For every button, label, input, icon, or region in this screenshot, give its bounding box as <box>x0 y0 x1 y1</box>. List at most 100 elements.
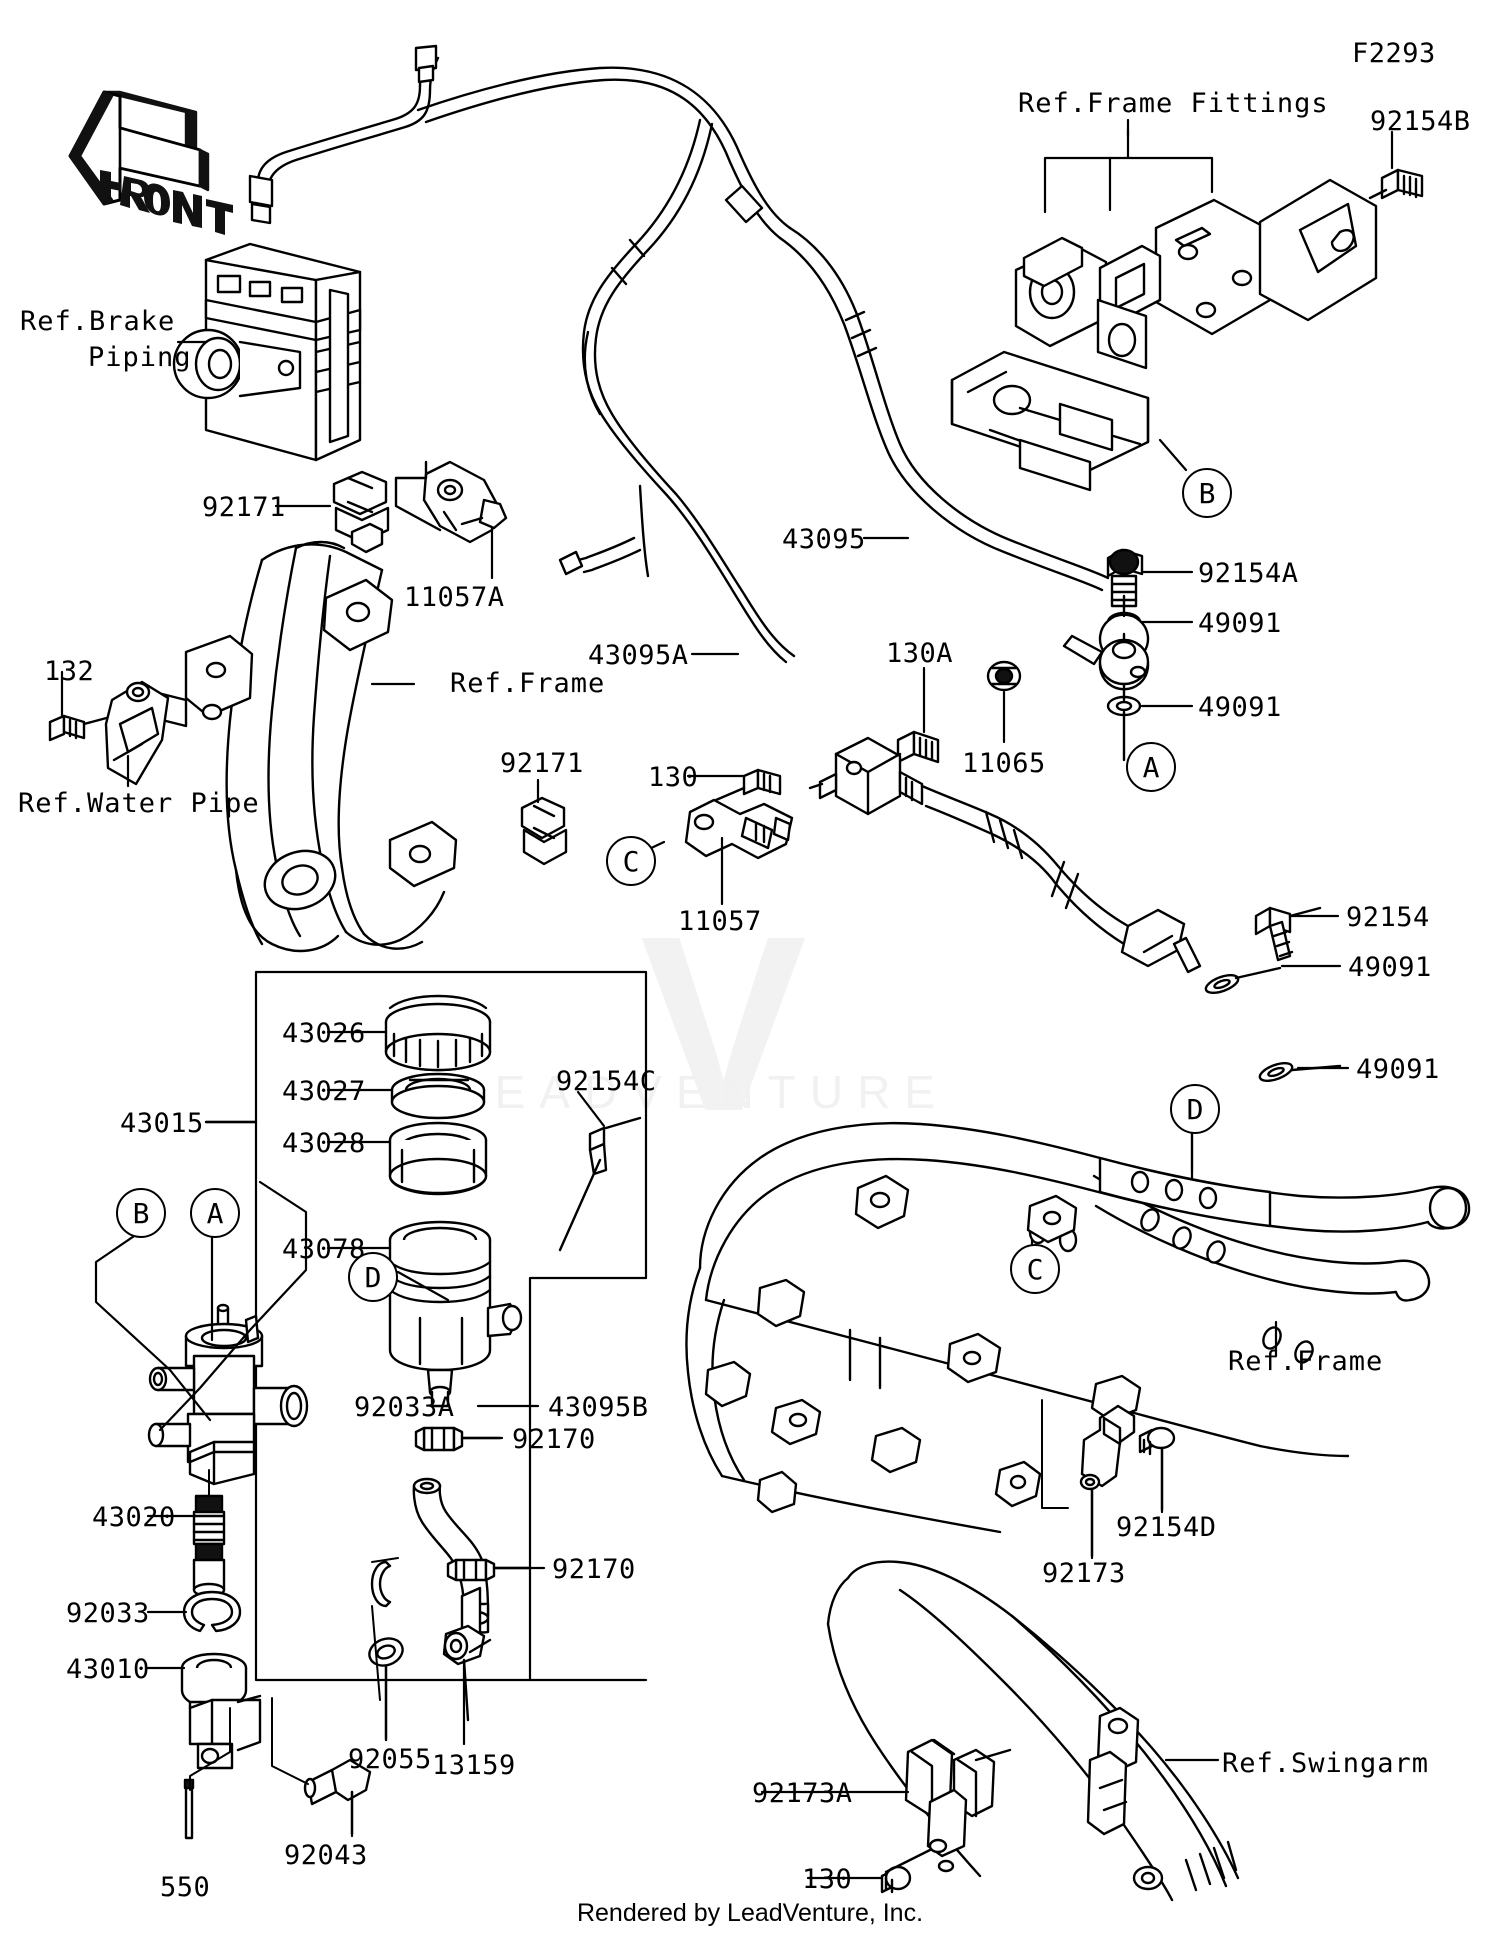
plate-43028 <box>388 1121 488 1196</box>
part-92154B-label: 92154B <box>1370 106 1471 137</box>
assembly-box-43015 <box>254 970 648 1682</box>
bolt-92154 <box>1254 906 1322 962</box>
frame-fittings-assembly <box>950 178 1378 492</box>
banjo-bolt-assembly-A <box>1062 548 1150 762</box>
sheet-code: F2293 <box>1352 38 1436 69</box>
screw-92154D <box>1138 1426 1176 1512</box>
clip-92033A <box>370 1560 392 1608</box>
part-43095A-label: 43095A <box>588 640 689 671</box>
ref-brake-piping-line1: Ref.Brake <box>20 306 176 337</box>
frame-fittings-bracket <box>1043 128 1214 214</box>
part-11057A-label: 11057A <box>404 582 505 613</box>
frame-right-outline <box>685 1121 1471 1534</box>
watermark-logo: V <box>640 884 807 1163</box>
part-92154D-label: 92154D <box>1116 1512 1217 1543</box>
ref-frame-left-label: Ref.Frame <box>450 668 606 699</box>
bracket-11057A <box>394 460 508 544</box>
bolt-130-bottom <box>880 1848 932 1894</box>
part-92173A-label: 92173A <box>752 1778 853 1809</box>
diaphragm-43027 <box>390 1072 486 1120</box>
rear-brake-hose <box>920 784 1202 974</box>
part-92171-bottom-label: 92171 <box>500 748 584 779</box>
part-43095-label: 43095 <box>782 524 866 555</box>
capnut-11065 <box>986 660 1022 692</box>
reservoir-43078 <box>388 1220 523 1408</box>
leader-lines <box>60 118 1394 1880</box>
joint-13159 <box>442 1586 492 1722</box>
part-43010-label: 43010 <box>66 1654 150 1685</box>
ref-brake-piping-line2: Piping <box>88 342 192 373</box>
part-43027-label: 43027 <box>282 1076 366 1107</box>
cylinder-43010 <box>180 1652 262 1770</box>
part-92173-label: 92173 <box>1042 1558 1126 1589</box>
washer-49091-right-1 <box>1204 966 1282 994</box>
part-49091-a2-label: 49091 <box>1198 692 1282 723</box>
pipe-junction-block <box>808 736 924 816</box>
assembly-callout-brackets <box>94 1180 308 1432</box>
footer-attribution: Rendered by LeadVenture, Inc. <box>576 1899 924 1927</box>
part-132-label: 132 <box>44 656 95 687</box>
brake-pipes-upper <box>248 44 1110 664</box>
part-130-bottom-label: 130 <box>802 1864 853 1895</box>
part-92154-label: 92154 <box>1346 902 1430 933</box>
washer-49091-right-2 <box>1258 1062 1342 1082</box>
callout-circle-d-assy: D <box>348 1252 398 1302</box>
callout-circle-c-mid: C <box>606 836 656 886</box>
part-11065-label: 11065 <box>962 748 1046 779</box>
part-43078-label: 43078 <box>282 1234 366 1265</box>
ref-frame-fittings-label: Ref.Frame Fittings <box>1018 88 1329 119</box>
clamp-92171-top <box>332 470 390 554</box>
part-43095B-label: 43095B <box>548 1392 649 1423</box>
part-550-label: 550 <box>160 1872 211 1903</box>
part-92033A-label: 92033A <box>354 1392 455 1423</box>
front-arrow-letters <box>100 170 233 235</box>
part-49091-r1-label: 49091 <box>1348 952 1432 983</box>
reservoir-cap-43026 <box>384 994 492 1072</box>
bolt-92154B <box>1368 168 1424 200</box>
watermark-text: LEADVENTURE <box>455 1066 949 1118</box>
part-92043-label: 92043 <box>284 1840 368 1871</box>
callout-circle-a-assy: A <box>190 1188 240 1238</box>
part-92055-label: 92055 <box>348 1744 432 1775</box>
bolt-92154C <box>558 1116 642 1252</box>
master-cylinder-43015 <box>147 1303 309 1486</box>
part-92170-top-label: 92170 <box>512 1424 596 1455</box>
part-13159-label: 13159 <box>432 1750 516 1781</box>
clamp-92171-bottom <box>520 796 568 866</box>
callout-circle-d-right: D <box>1170 1084 1220 1134</box>
ref-frame-right-label: Ref.Frame <box>1228 1346 1384 1377</box>
front-arrow-icon <box>68 90 210 206</box>
callout-circle-b-assy: B <box>116 1188 166 1238</box>
clamp-92173A <box>904 1738 1012 1873</box>
callout-circle-a-mid: A <box>1126 742 1176 792</box>
part-49091-r2-label: 49091 <box>1356 1054 1440 1085</box>
part-130A-label: 130A <box>886 638 954 669</box>
part-92033-label: 92033 <box>66 1598 150 1629</box>
circlip-92033 <box>182 1590 242 1633</box>
part-43026-label: 43026 <box>282 1018 366 1049</box>
part-43028-label: 43028 <box>282 1128 366 1159</box>
bracket-water-pipe <box>104 680 170 786</box>
callout-circle-b-upper: B <box>1182 468 1232 518</box>
part-43015-label: 43015 <box>120 1108 204 1139</box>
bolt-130-mid <box>714 768 782 802</box>
frame-left-outline <box>160 540 458 953</box>
part-92171-top-label: 92171 <box>202 492 286 523</box>
ref-swingarm-label: Ref.Swingarm <box>1222 1748 1430 1779</box>
part-43020-label: 43020 <box>92 1502 176 1533</box>
piston-43020 <box>192 1469 226 1598</box>
ref-water-pipe-label: Ref.Water Pipe <box>18 788 260 819</box>
abs-modulator <box>172 242 362 462</box>
clamp-92170-bottom <box>446 1558 532 1582</box>
bracket-11057 <box>684 798 794 860</box>
part-92154C-label: 92154C <box>556 1066 657 1097</box>
part-92170-bottom-label: 92170 <box>552 1554 636 1585</box>
part-92154A-label: 92154A <box>1198 558 1299 589</box>
bolt-132 <box>48 714 116 742</box>
part-11057-label: 11057 <box>678 906 762 937</box>
swingarm-outline <box>826 1560 1240 1902</box>
part-49091-a1-label: 49091 <box>1198 608 1282 639</box>
callout-circle-c-right: C <box>1010 1244 1060 1294</box>
